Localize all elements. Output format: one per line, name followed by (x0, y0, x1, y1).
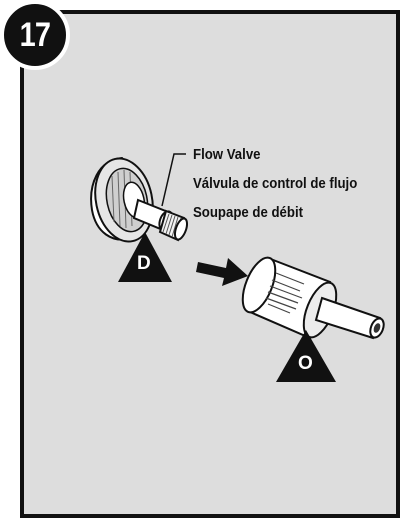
marker-label-o: O (298, 353, 313, 374)
callout-label-spanish: Válvula de control de flujo (193, 175, 358, 192)
marker-label-d: D (137, 253, 151, 274)
faucet-housing (90, 156, 154, 243)
step-number: 17 (19, 15, 51, 54)
callout-label-french: Soupape de débit (193, 204, 304, 221)
removal-arrow-icon (196, 258, 248, 286)
callout-label-english: Flow Valve (193, 146, 261, 163)
callout-leader-line (161, 153, 186, 207)
flow-valve-stem (132, 198, 189, 242)
instruction-panel (20, 10, 400, 518)
warning-triangle-icon (276, 330, 336, 382)
warning-triangle-icon (118, 232, 172, 282)
step-number-badge: 17 (0, 0, 70, 70)
removed-flow-valve (241, 256, 385, 340)
